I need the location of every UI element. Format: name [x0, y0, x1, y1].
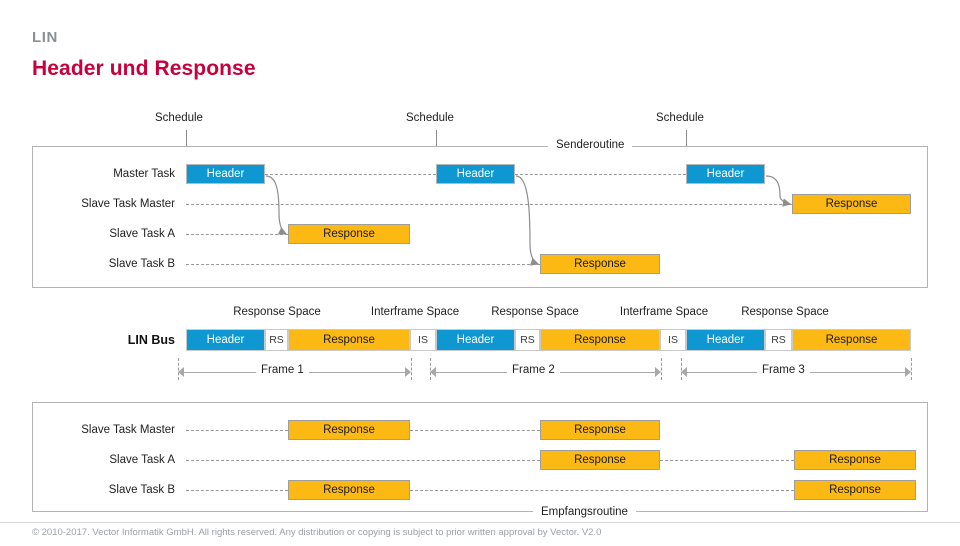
page-title: Header und Response	[32, 57, 256, 80]
recv-response-a-1[interactable]: Response	[540, 450, 660, 470]
timeline-slave-b	[186, 264, 540, 265]
bus-header-1[interactable]: Header	[186, 329, 265, 351]
bus-response-2[interactable]: Response	[540, 329, 660, 351]
row-label-recv-slave-task-master: Slave Task Master	[81, 424, 175, 436]
frame-measure-3: Frame 3	[681, 364, 911, 379]
send-response-slave-master[interactable]: Response	[792, 194, 911, 214]
timeline-master-2	[515, 174, 686, 175]
send-header-block-1[interactable]: Header	[186, 164, 265, 184]
schedule-label-2: Schedule	[406, 112, 454, 124]
recv-response-a-2[interactable]: Response	[794, 450, 916, 470]
recv-timeline-a-2	[660, 460, 794, 461]
space-label-rs-2: Response Space	[491, 306, 579, 318]
bus-is-1[interactable]: IS	[410, 329, 436, 351]
recv-timeline-b-1	[186, 490, 288, 491]
timeline-slave-a	[186, 234, 288, 235]
timeline-master-1	[265, 174, 436, 175]
bus-rs-2[interactable]: RS	[515, 329, 540, 351]
receive-routine-label: Empfangsroutine	[533, 506, 636, 518]
row-label-slave-task-a: Slave Task A	[109, 228, 175, 240]
frame-measure-1: Frame 1	[178, 364, 411, 379]
send-header-block-2[interactable]: Header	[436, 164, 515, 184]
bus-rs-1[interactable]: RS	[265, 329, 288, 351]
space-label-rs-1: Response Space	[233, 306, 321, 318]
recv-response-master-2[interactable]: Response	[540, 420, 660, 440]
footer-copyright: © 2010-2017. Vector Informatik GmbH. All…	[32, 527, 602, 538]
schedule-label-1: Schedule	[155, 112, 203, 124]
footer-divider	[0, 522, 960, 523]
row-label-master-task: Master Task	[113, 168, 175, 180]
bus-header-3[interactable]: Header	[686, 329, 765, 351]
schedule-label-3: Schedule	[656, 112, 704, 124]
send-header-block-3[interactable]: Header	[686, 164, 765, 184]
space-label-is-2: Interframe Space	[619, 306, 709, 318]
recv-timeline-a-1	[186, 460, 540, 461]
recv-timeline-b-2	[410, 490, 794, 491]
bus-response-3[interactable]: Response	[792, 329, 911, 351]
frame-tick-2-end	[661, 358, 662, 380]
send-routine-label: Senderoutine	[548, 139, 633, 151]
frame-label-2: Frame 2	[507, 364, 560, 376]
recv-timeline-master-b	[410, 430, 540, 431]
bus-rs-3[interactable]: RS	[765, 329, 792, 351]
slide-eyebrow: LIN	[32, 29, 58, 46]
send-response-slave-b[interactable]: Response	[540, 254, 660, 274]
frame-label-3: Frame 3	[757, 364, 810, 376]
receive-routine-panel	[32, 402, 928, 512]
row-label-slave-task-master: Slave Task Master	[81, 198, 175, 210]
send-response-slave-a[interactable]: Response	[288, 224, 410, 244]
timeline-slave-master	[186, 204, 792, 205]
space-label-rs-3: Response Space	[741, 306, 829, 318]
bus-response-1[interactable]: Response	[288, 329, 410, 351]
recv-response-master-1[interactable]: Response	[288, 420, 410, 440]
frame-tick-3-end	[911, 358, 912, 380]
recv-response-b-2[interactable]: Response	[794, 480, 916, 500]
lin-bus-label: LIN Bus	[127, 333, 175, 347]
frame-measure-2: Frame 2	[430, 364, 661, 379]
recv-timeline-master-a	[186, 430, 288, 431]
frame-tick-1-end	[411, 358, 412, 380]
bus-is-2[interactable]: IS	[660, 329, 686, 351]
bus-header-2[interactable]: Header	[436, 329, 515, 351]
row-label-recv-slave-task-a: Slave Task A	[109, 454, 175, 466]
row-label-recv-slave-task-b: Slave Task B	[108, 484, 175, 496]
row-label-slave-task-b: Slave Task B	[108, 258, 175, 270]
recv-response-b-1[interactable]: Response	[288, 480, 410, 500]
frame-label-1: Frame 1	[256, 364, 309, 376]
space-label-is-1: Interframe Space	[370, 306, 460, 318]
